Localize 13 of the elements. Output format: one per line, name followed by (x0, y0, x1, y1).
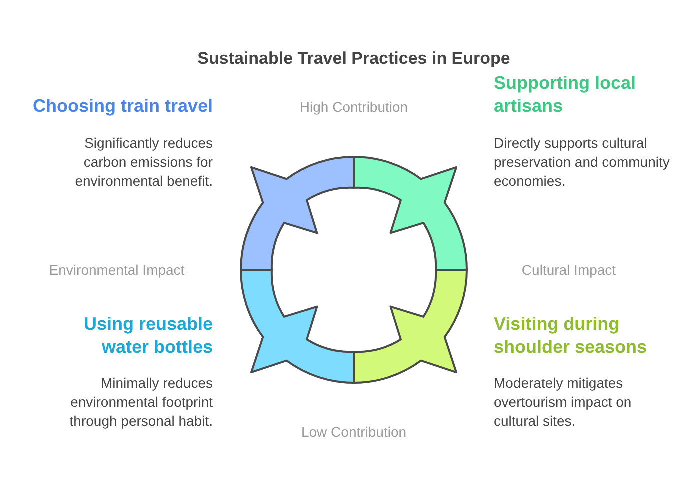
practice-heading: Using reusable water bottles (82, 313, 213, 359)
practice-heading: Supporting local artisans (494, 72, 637, 118)
practice-description: Moderately mitigates overtourism impact on cultural sites. (494, 374, 633, 431)
axis-label: Cultural Impact (520, 261, 618, 279)
practice-description: Significantly reduces carbon emissions for environmental benefit. (74, 134, 213, 191)
axis-label: High Contribution (298, 98, 410, 116)
axis-label: Environmental Impact (48, 261, 186, 279)
practice-heading: Choosing train travel (32, 95, 213, 118)
practice-description: Minimally reduces environmental footprint through personal habit. (68, 374, 213, 431)
diagram-title: Sustainable Travel Practices in Europe (196, 49, 512, 69)
practice-description: Directly supports cultural preservation and community economies. (494, 134, 671, 191)
practice-heading: Visiting during shoulder seasons (494, 313, 648, 359)
axis-label: Low Contribution (300, 423, 408, 441)
